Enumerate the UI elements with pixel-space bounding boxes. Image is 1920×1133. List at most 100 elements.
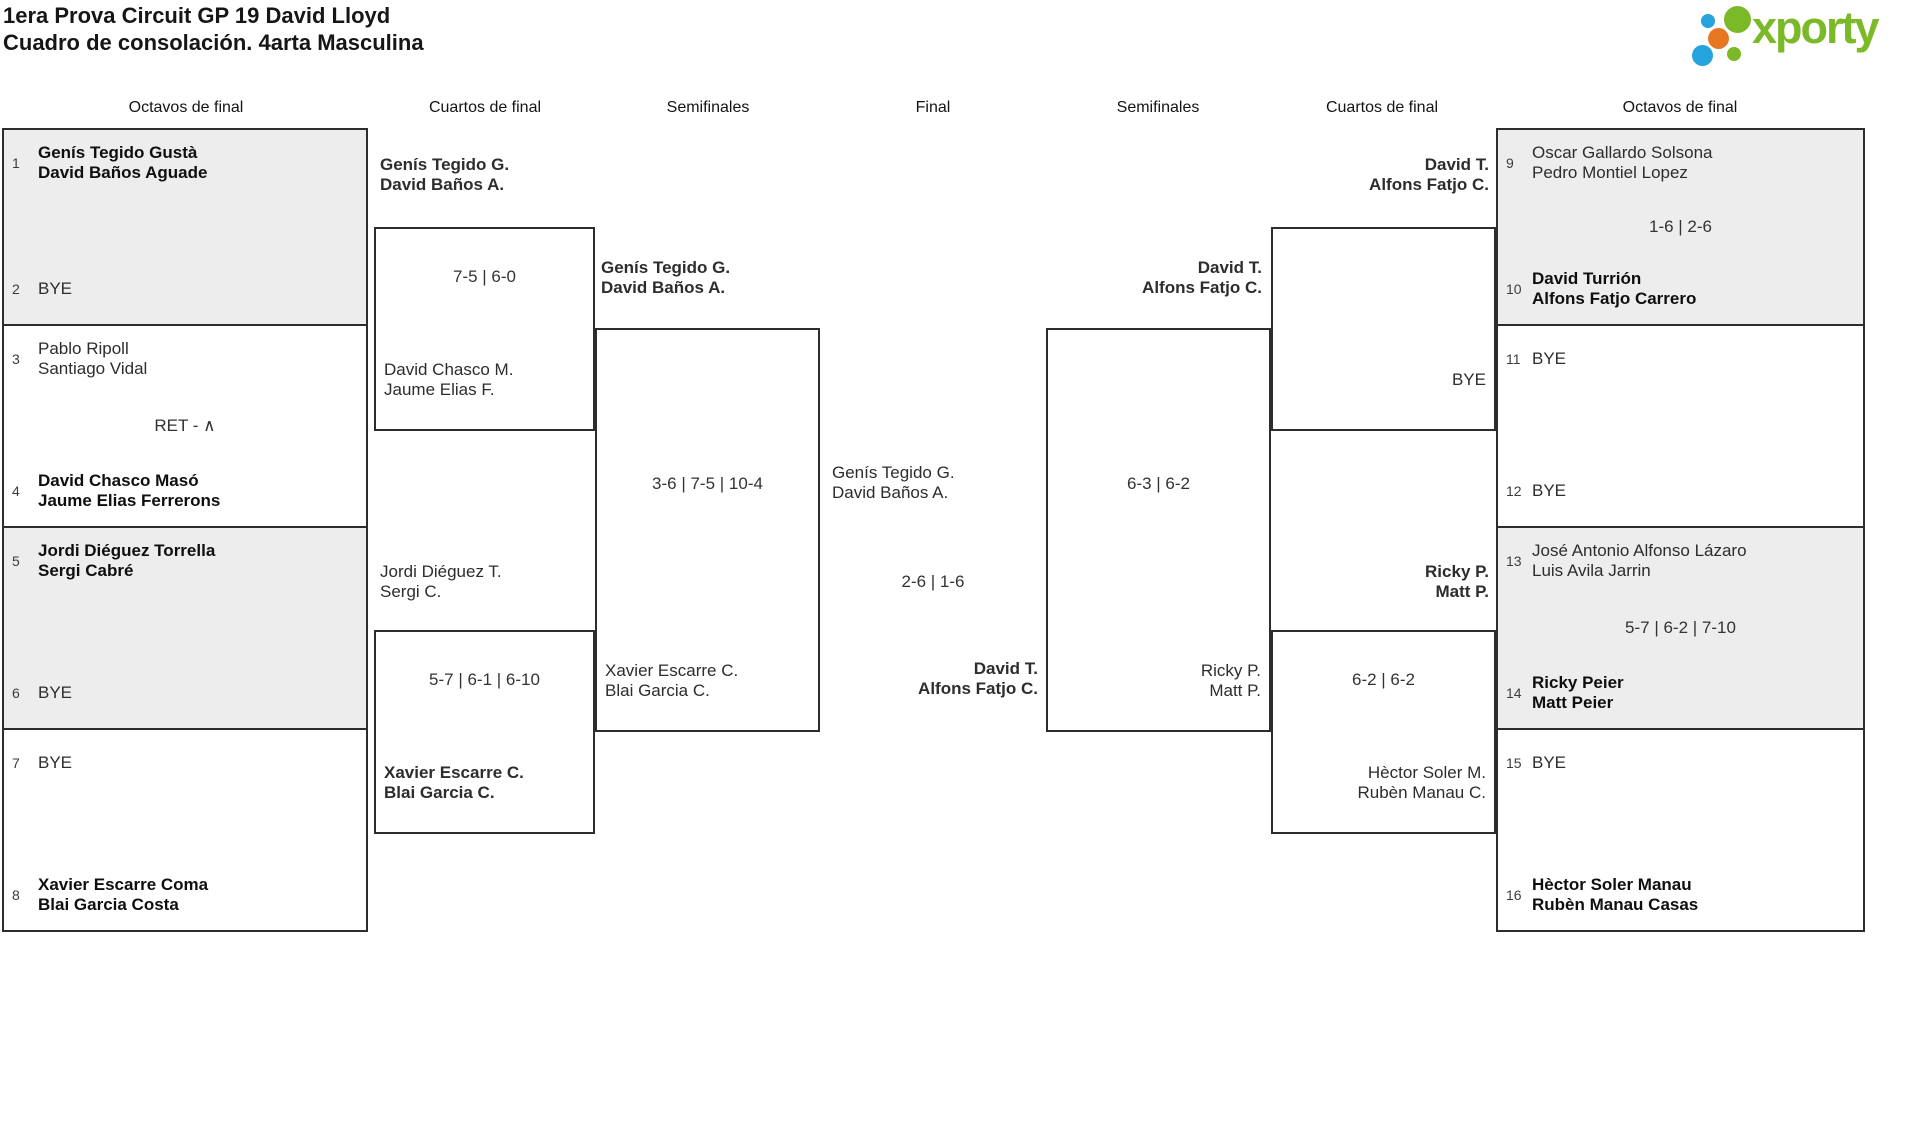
logo-dot-blue-large-icon — [1692, 45, 1713, 66]
team-name: BYE — [1532, 481, 1567, 500]
team-label: Jordi Diéguez T. Sergi C. — [380, 562, 502, 601]
seed-number: 10 — [1506, 281, 1522, 297]
team-name: BYE — [1532, 349, 1567, 368]
seed-number: 7 — [12, 755, 20, 771]
team-slot: 11 BYE — [1498, 328, 1863, 390]
logo-dot-blue-small-icon — [1701, 14, 1715, 28]
page-title-line2: Cuadro de consolación. 4arta Masculina — [3, 30, 424, 55]
team-slot: 13 José Antonio Alfonso Lázaro Luis Avil… — [1498, 530, 1863, 592]
match-box-octavos-6: 11 BYE 12 BYE — [1496, 324, 1865, 528]
finalist-team-label: Genís Tegido G. David Baños A. — [832, 463, 955, 502]
match-score: 6-3 | 6-2 — [1126, 474, 1190, 493]
team-name: Ricky Peier Matt Peier — [1532, 673, 1624, 712]
advancing-team-label: David T. Alfons Fatjo C. — [1142, 258, 1262, 297]
seed-number: 4 — [12, 483, 20, 499]
seed-number: 15 — [1506, 755, 1522, 771]
match-box-octavos-3: 5 Jordi Diéguez Torrella Sergi Cabré 6 B… — [2, 526, 368, 730]
match-box-cuartos-left-1: 7-5 | 6-0 David Chasco M. Jaume Elias F. — [374, 227, 595, 431]
match-score: 7-5 | 6-0 — [452, 267, 516, 286]
team-slot: 1 Genís Tegido Gustà David Baños Aguade — [4, 132, 366, 194]
advancing-team-label: Genís Tegido G. David Baños A. — [601, 258, 731, 297]
team-slot: 8 Xavier Escarre Coma Blai Garcia Costa — [4, 862, 366, 928]
team-slot: 2 BYE — [4, 256, 366, 322]
advancing-team-label: David T. Alfons Fatjo C. — [1369, 155, 1489, 194]
seed-number: 2 — [12, 281, 20, 297]
champion-team-label: David T. Alfons Fatjo C. — [918, 659, 1038, 698]
team-name: David Turrión Alfons Fatjo Carrero — [1532, 269, 1697, 308]
match-score: 6-2 | 6-2 — [1351, 670, 1415, 689]
team-slot: 10 David Turrión Alfons Fatjo Carrero — [1498, 256, 1863, 322]
round-header-cuartos-left: Cuartos de final — [428, 99, 542, 116]
team-label: Xavier Escarre C. Blai Garcia C. — [605, 661, 739, 700]
seed-number: 13 — [1506, 553, 1522, 569]
match-box-octavos-8: 15 BYE 16 Hèctor Soler Manau Rubèn Manau… — [1496, 728, 1865, 932]
final-score: 2-6 | 1-6 — [901, 572, 965, 591]
team-slot: 15 BYE — [1498, 732, 1863, 794]
team-slot: 6 BYE — [4, 660, 366, 726]
match-box-octavos-4: 7 BYE 8 Xavier Escarre Coma Blai Garcia … — [2, 728, 368, 932]
advancing-team-label: Ricky P. Matt P. — [1425, 562, 1489, 601]
seed-number: 12 — [1506, 483, 1522, 499]
page-title-line1: 1era Prova Circuit GP 19 David Lloyd — [3, 3, 391, 28]
team-name: Genís Tegido Gustà David Baños Aguade — [38, 143, 208, 182]
match-box-cuartos-right-1: BYE — [1271, 227, 1496, 431]
seed-number: 16 — [1506, 887, 1522, 903]
seed-number: 6 — [12, 685, 20, 701]
round-header-semis-right: Semifinales — [1116, 99, 1200, 116]
team-label: David Chasco M. Jaume Elias F. — [384, 360, 514, 399]
team-label: Hèctor Soler M. Rubèn Manau C. — [1357, 763, 1486, 802]
team-label: BYE — [1451, 370, 1486, 389]
seed-number: 3 — [12, 351, 20, 367]
match-score: 3-6 | 7-5 | 10-4 — [652, 474, 763, 493]
round-header-octavos-right: Octavos de final — [1622, 99, 1738, 116]
team-name: David Chasco Masó Jaume Elias Ferrerons — [38, 471, 221, 510]
match-score: 1-6 | 2-6 — [1648, 217, 1712, 236]
team-name: Oscar Gallardo Solsona Pedro Montiel Lop… — [1532, 143, 1713, 182]
seed-number: 1 — [12, 155, 20, 171]
logo-dot-orange-icon — [1708, 28, 1729, 49]
team-name: Xavier Escarre Coma Blai Garcia Costa — [38, 875, 209, 914]
logo-wordmark: xporty — [1752, 2, 1880, 53]
match-score: 5-7 | 6-2 | 7-10 — [1625, 618, 1736, 637]
team-name: José Antonio Alfonso Lázaro Luis Avila J… — [1532, 541, 1747, 580]
match-score: RET - ∧ — [154, 416, 216, 435]
team-name: BYE — [38, 753, 73, 772]
match-box-cuartos-left-2: 5-7 | 6-1 | 6-10 Xavier Escarre C. Blai … — [374, 630, 595, 834]
team-name: BYE — [1532, 753, 1567, 772]
team-name: Hèctor Soler Manau Rubèn Manau Casas — [1532, 875, 1699, 914]
round-header-cuartos-right: Cuartos de final — [1325, 99, 1439, 116]
match-box-octavos-2: 3 Pablo Ripoll Santiago Vidal RET - ∧ 4 … — [2, 324, 368, 528]
seed-number: 14 — [1506, 685, 1522, 701]
team-slot: 12 BYE — [1498, 458, 1863, 524]
round-header-semis-left: Semifinales — [666, 99, 750, 116]
match-box-octavos-1: 1 Genís Tegido Gustà David Baños Aguade … — [2, 128, 368, 326]
team-slot: 3 Pablo Ripoll Santiago Vidal — [4, 328, 366, 390]
advancing-team-label: Genís Tegido G. David Baños A. — [380, 155, 510, 194]
round-header-octavos-left: Octavos de final — [128, 99, 244, 116]
team-name: Jordi Diéguez Torrella Sergi Cabré — [38, 541, 216, 580]
xporty-logo[interactable]: xporty — [1690, 2, 1915, 68]
advancing-team-label: Xavier Escarre C. Blai Garcia C. — [384, 763, 524, 802]
team-slot: 5 Jordi Diéguez Torrella Sergi Cabré — [4, 530, 366, 592]
team-slot: 14 Ricky Peier Matt Peier — [1498, 660, 1863, 726]
match-box-octavos-7: 13 José Antonio Alfonso Lázaro Luis Avil… — [1496, 526, 1865, 730]
match-score: 5-7 | 6-1 | 6-10 — [429, 670, 540, 689]
team-slot: 16 Hèctor Soler Manau Rubèn Manau Casas — [1498, 862, 1863, 928]
seed-number: 9 — [1506, 155, 1514, 171]
seed-number: 11 — [1506, 351, 1521, 367]
seed-number: 8 — [12, 887, 20, 903]
team-slot: 7 BYE — [4, 732, 366, 794]
match-box-semifinal-right: 6-3 | 6-2 Ricky P. Matt P. — [1046, 328, 1271, 732]
logo-dot-green-small-icon — [1727, 47, 1741, 61]
team-slot: 4 David Chasco Masó Jaume Elias Ferreron… — [4, 458, 366, 524]
match-box-semifinal-left: 3-6 | 7-5 | 10-4 Xavier Escarre C. Blai … — [595, 328, 820, 732]
round-header-final: Final — [915, 99, 951, 116]
team-name: BYE — [38, 279, 73, 298]
team-name: Pablo Ripoll Santiago Vidal — [38, 339, 148, 378]
team-name: BYE — [38, 683, 73, 702]
seed-number: 5 — [12, 553, 20, 569]
team-slot: 9 Oscar Gallardo Solsona Pedro Montiel L… — [1498, 132, 1863, 194]
logo-dot-green-large-icon — [1724, 6, 1751, 33]
match-box-octavos-5: 9 Oscar Gallardo Solsona Pedro Montiel L… — [1496, 128, 1865, 326]
match-box-cuartos-right-2: 6-2 | 6-2 Hèctor Soler M. Rubèn Manau C. — [1271, 630, 1496, 834]
